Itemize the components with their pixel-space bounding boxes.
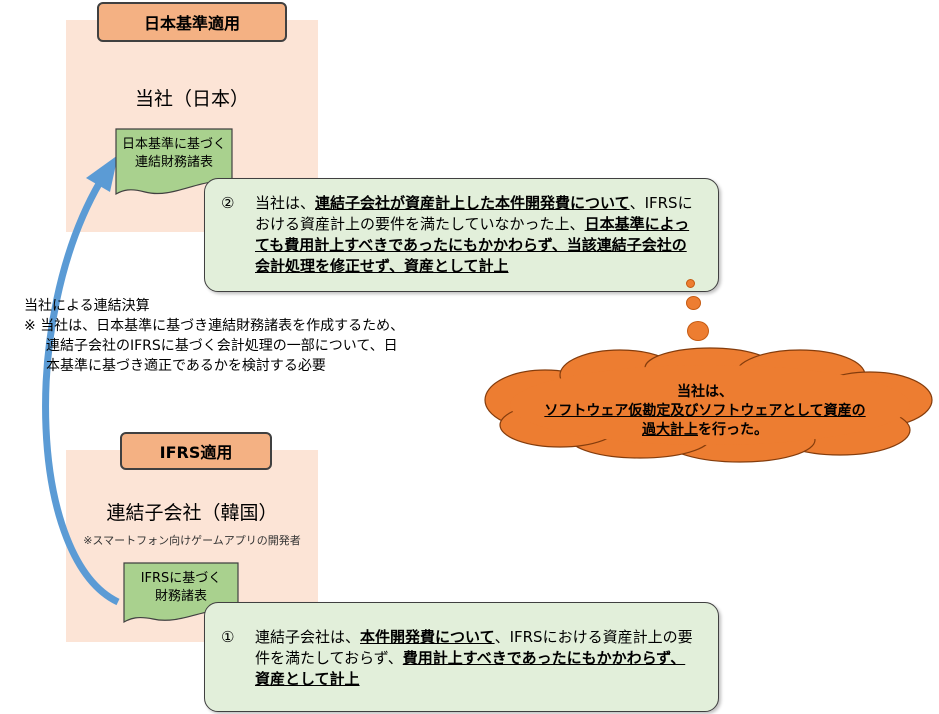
note-mark: ※ bbox=[24, 318, 36, 334]
consolidation-title: 当社による連結決算 bbox=[24, 298, 150, 314]
callout-text: 当社は、連結子会社が資産計上した本件開発費について、IFRSにおける資産計上の要… bbox=[255, 193, 698, 277]
text-segment: 当社は、 bbox=[255, 194, 316, 212]
step-number: ① bbox=[221, 628, 235, 646]
japan-gaap-label: 日本基準適用 bbox=[97, 2, 287, 42]
cloud-text: 当社は、 ソフトウェア仮勘定及びソフトウェアとして資産の過大計上を行った。 bbox=[540, 383, 870, 440]
text-segment: 連結子会社は、 bbox=[255, 628, 361, 646]
ifrs-label: IFRS適用 bbox=[120, 432, 272, 470]
doc-line: 連結財務諸表 bbox=[134, 155, 213, 170]
doc-line: IFRSに基づく bbox=[140, 571, 222, 586]
emphasized-text: 費用計上すべきであったにもかかわらず、資産として計上 bbox=[255, 649, 686, 688]
japan-entity-title: 当社（日本） bbox=[134, 88, 249, 110]
callout-step-2: ② 当社は、連結子会社が資産計上した本件開発費について、IFRSにおける資産計上… bbox=[204, 178, 719, 292]
thought-bubble bbox=[686, 296, 701, 310]
emphasized-text: 日本基準によっても費用計上すべきであったにもかかわらず、当該連結子会社の会計処理… bbox=[255, 215, 690, 275]
ifrs-entity-title: 連結子会社（韓国） bbox=[106, 502, 278, 524]
text-segment: 、IFRSにおける資産計上の要件を満たしていなかった上、 bbox=[255, 194, 693, 233]
note-line: 当社は、日本基準に基づき連結財務諸表を作成するため、 bbox=[40, 318, 405, 334]
note-line: 本基準に基づき適正であるかを検討する必要 bbox=[46, 358, 326, 374]
doc-line: 財務諸表 bbox=[154, 589, 207, 604]
cloud-body: ソフトウェア仮勘定及びソフトウェアとして資産の過大計上を行った。 bbox=[540, 402, 870, 440]
thought-bubble bbox=[686, 279, 695, 288]
emphasized-text: 本件開発費について bbox=[360, 628, 495, 646]
emphasized-text: ソフトウェア仮勘定及びソフトウェアとして資産の過大計上 bbox=[544, 403, 866, 438]
text-segment: を行った。 bbox=[698, 422, 768, 438]
cloud-line: 当社は、 bbox=[677, 384, 733, 400]
thought-bubble bbox=[687, 321, 709, 341]
callout-text: 連結子会社は、本件開発費について、IFRSにおける資産計上の要件を満たしておらず… bbox=[255, 627, 698, 690]
callout-step-1: ① 連結子会社は、本件開発費について、IFRSにおける資産計上の要件を満たしてお… bbox=[204, 602, 719, 712]
note-line: 連結子会社のIFRSに基づく会計処理の一部について、日 bbox=[46, 338, 398, 354]
ifrs-entity-note: ※スマートフォン向けゲームアプリの開発者 bbox=[83, 534, 301, 547]
doc-line: 日本基準に基づく bbox=[121, 137, 226, 152]
emphasized-text: 連結子会社が資産計上した本件開発費について bbox=[315, 194, 630, 212]
consolidation-note: 当社による連結決算 ※ 当社は、日本基準に基づき連結財務諸表を作成するため、 連… bbox=[24, 296, 404, 376]
text-segment: 、IFRSにおける資産計上の要件を満たしておらず、 bbox=[255, 628, 693, 667]
step-number: ② bbox=[221, 194, 235, 212]
